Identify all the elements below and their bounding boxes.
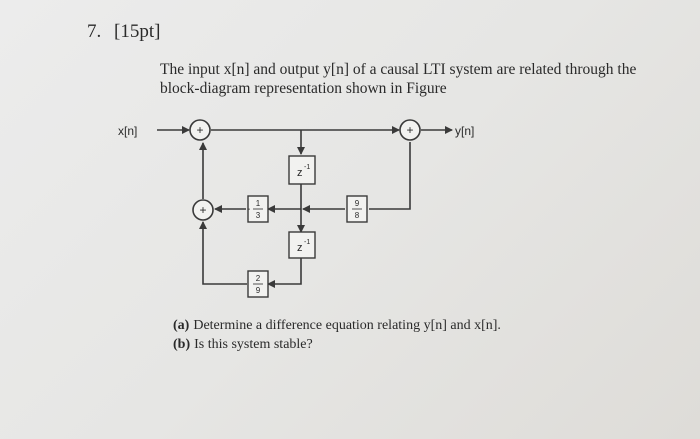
gain-bottom-denominator: 9 [256,286,261,295]
sub-question-b-text: Is this system stable? [194,337,313,352]
gain-bottom-numerator: 2 [256,274,261,283]
gain-block-right: 9 8 [346,195,368,223]
adder-top: + [189,119,211,141]
problem-statement-line-1: The input x[n] and output y[n] of a caus… [160,61,637,78]
delay-bottom-base: z [297,242,303,254]
adder-right: + [399,119,421,141]
question-number: 7. [87,21,102,42]
output-label: y[n] [455,124,474,138]
output-feedback-wire [369,142,411,210]
gain-left-sign: - [247,204,250,215]
adder-right-symbol: + [406,123,413,137]
delay-top-exp: -1 [304,164,310,171]
gain-right-numerator: 9 [355,199,360,208]
adder-left: + [192,199,214,221]
gain-block-bottom: 2 9 [247,270,269,298]
gain-left-denominator: 3 [256,211,261,220]
delay-bottom-exp: -1 [304,239,310,246]
input-label: x[n] [118,124,137,138]
problem-statement-line-2: block-diagram representation shown in Fi… [160,80,447,97]
gain-right-denominator: 8 [355,211,360,220]
gain-bottom-to-left-adder [199,221,247,285]
delay-block-top: z -1 [288,155,316,185]
adder-left-symbol: + [199,203,206,217]
sub-question-a-text: Determine a difference equation relating… [193,318,501,333]
problem-statement: The input x[n] and output y[n] of a caus… [160,60,690,98]
sub-question-a-label: (a) [173,318,190,333]
gain-block-left: - 1 3 [247,195,269,223]
sub-question-a: (a)Determine a difference equation relat… [173,316,501,335]
delay-block-bottom: z -1 [288,231,316,259]
sub-questions: (a)Determine a difference equation relat… [173,316,501,354]
delay-top-base: z [297,167,303,179]
question-points: [15pt] [114,21,161,42]
adder-top-symbol: + [196,123,203,137]
sub-question-b-label: (b) [173,337,191,352]
question-header: 7. [15pt] [87,21,160,43]
sub-question-b: (b)Is this system stable? [173,335,501,354]
gain-left-numerator: 1 [256,199,261,208]
delay-2-to-gain-bottom [267,258,302,288]
